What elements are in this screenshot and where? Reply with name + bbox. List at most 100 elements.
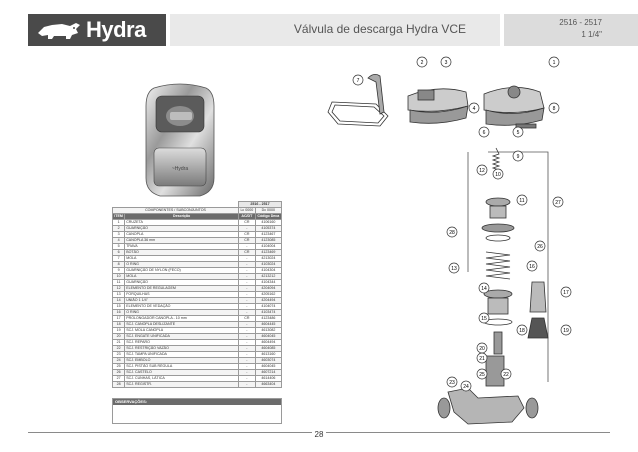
product-size: 1 1/4" bbox=[581, 30, 602, 39]
extender-part bbox=[515, 123, 537, 129]
part-callout: 25 bbox=[476, 368, 488, 380]
disc-part bbox=[485, 197, 511, 207]
callout-label: 12 bbox=[479, 168, 485, 174]
title-bar: Válvula de descarga Hydra VCE bbox=[170, 14, 500, 46]
part-callout: 3 bbox=[440, 56, 452, 68]
button-part bbox=[417, 89, 435, 101]
spring-top bbox=[491, 147, 501, 175]
callout-label: 5 bbox=[517, 130, 520, 136]
part-callout: 21 bbox=[476, 352, 488, 364]
callout-label: 27 bbox=[555, 200, 561, 206]
part-callout: 26 bbox=[534, 240, 546, 252]
svg-text:~Hydra: ~Hydra bbox=[172, 166, 188, 172]
observations-label: OBSERVAÇÕES: bbox=[113, 399, 281, 405]
row-description: SCJ. REGISTR. bbox=[124, 381, 240, 388]
callout-label: 25 bbox=[479, 372, 485, 378]
part-callout: 6 bbox=[478, 126, 490, 138]
gasket-inner bbox=[331, 104, 385, 124]
row-item: 28 bbox=[111, 381, 126, 388]
parts-table-wrapper: 2516 - 2517 COMPONENTES / SUBCONJUNTOS L… bbox=[111, 201, 283, 388]
callout-label: 22 bbox=[503, 372, 509, 378]
callout-label: 8 bbox=[553, 106, 556, 112]
union-part bbox=[437, 397, 451, 419]
side-part-a bbox=[529, 281, 547, 313]
callout-label: 17 bbox=[563, 290, 569, 296]
part-callout: 24 bbox=[460, 380, 472, 392]
callout-label: 4 bbox=[473, 106, 476, 112]
rhino-logo-icon bbox=[38, 23, 80, 39]
callout-label: 13 bbox=[451, 266, 457, 272]
part-callout: 14 bbox=[478, 282, 490, 294]
callout-label: 3 bbox=[445, 60, 448, 66]
canopla-part bbox=[407, 88, 469, 112]
leader-line-right bbox=[488, 151, 549, 382]
part-callout: 8 bbox=[548, 102, 560, 114]
part-callout: 12 bbox=[476, 164, 488, 176]
housing-part bbox=[485, 355, 505, 387]
callout-label: 26 bbox=[537, 244, 543, 250]
product-code-range: 2516 - 2517 bbox=[559, 18, 602, 27]
part-callout: 15 bbox=[478, 312, 490, 324]
callout-label: 9 bbox=[517, 154, 520, 160]
cross-part bbox=[507, 85, 521, 99]
col-item: ITEM bbox=[111, 213, 126, 220]
part-callout: 18 bbox=[516, 324, 528, 336]
canopla-2-base bbox=[485, 107, 545, 126]
row-code: 4663404 bbox=[254, 381, 283, 388]
valve-body-part bbox=[447, 387, 525, 425]
part-callout: 20 bbox=[476, 342, 488, 354]
part-callout: 11 bbox=[516, 194, 528, 206]
spring-main bbox=[485, 251, 511, 280]
part-callout: 1 bbox=[548, 56, 560, 68]
piston-part bbox=[487, 297, 509, 315]
callout-label: 28 bbox=[449, 230, 455, 236]
page-header: Hydra Válvula de descarga Hydra VCE 2516… bbox=[0, 0, 638, 56]
observations-box: OBSERVAÇÕES: bbox=[112, 398, 282, 424]
callout-label: 16 bbox=[529, 264, 535, 270]
part-callout: 10 bbox=[492, 168, 504, 180]
part-callout: 23 bbox=[446, 376, 458, 388]
callout-label: 1 bbox=[553, 60, 556, 66]
part-callout: 27 bbox=[552, 196, 564, 208]
union-part-2 bbox=[525, 397, 539, 419]
callout-label: 19 bbox=[563, 328, 569, 334]
callout-label: 18 bbox=[519, 328, 525, 334]
part-callout: 7 bbox=[352, 74, 364, 86]
brand-logo: Hydra bbox=[28, 14, 166, 46]
gasket-part bbox=[327, 101, 389, 127]
part-callout: 19 bbox=[560, 324, 572, 336]
callout-label: 11 bbox=[519, 198, 524, 204]
product-photo: ~Hydra bbox=[145, 83, 215, 197]
parts-table: 2516 - 2517 COMPONENTES / SUBCONJUNTOS L… bbox=[111, 201, 283, 388]
part-callout: 13 bbox=[448, 262, 460, 274]
callout-label: 6 bbox=[483, 130, 486, 136]
side-part-b bbox=[527, 317, 549, 339]
part-callout: 5 bbox=[512, 126, 524, 138]
washer-part bbox=[481, 223, 515, 233]
wrench-part bbox=[367, 74, 385, 115]
callout-label: 23 bbox=[449, 380, 455, 386]
product-codes: 2516 - 2517 1 1/4" bbox=[559, 17, 602, 41]
oring-part bbox=[485, 234, 511, 242]
model-col-1: Lc 0000 bbox=[238, 207, 256, 214]
regulator-part bbox=[489, 205, 507, 219]
stem-part bbox=[493, 331, 503, 355]
callout-label: 7 bbox=[357, 78, 360, 84]
part-callout: 28 bbox=[446, 226, 458, 238]
part-callout: 17 bbox=[560, 286, 572, 298]
part-callout: 2 bbox=[416, 56, 428, 68]
part-callout: 9 bbox=[512, 150, 524, 162]
code-bar: 2516 - 2517 1 1/4" bbox=[504, 14, 638, 46]
callout-label: 20 bbox=[479, 346, 485, 352]
canopla-base bbox=[409, 105, 469, 124]
callout-label: 2 bbox=[421, 60, 424, 66]
page-number: 28 bbox=[312, 430, 326, 442]
callout-label: 15 bbox=[481, 316, 487, 322]
